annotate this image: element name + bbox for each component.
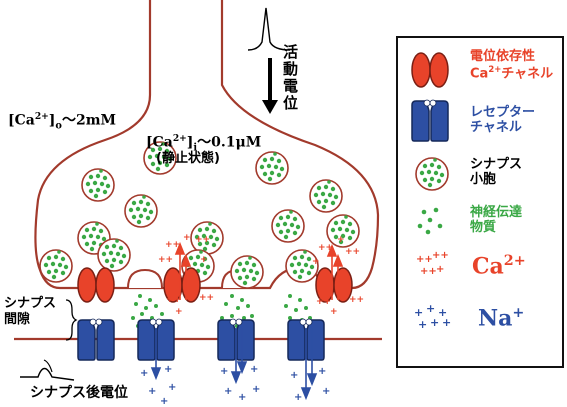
svg-text:++: ++ [349,295,364,305]
svg-text:++: ++ [158,255,173,265]
svg-text:++: ++ [416,254,433,265]
svg-text:+: + [238,392,246,403]
svg-text:+: + [330,307,338,317]
svg-text:+: + [290,370,298,381]
legend-receptor-label: レセプター チャネル [470,105,536,135]
legend-transmitter-label: 神経伝達 物質 [470,205,523,235]
postsynaptic-potential-label: シナプス後電位 [30,385,128,401]
svg-text:+: + [160,396,168,407]
svg-text:+: + [438,306,447,319]
vesicle [309,179,343,213]
svg-text:++: ++ [318,243,333,253]
svg-text:+: + [183,233,191,243]
svg-text:+: + [294,392,302,403]
resting-state-label: (静止状態) [156,151,220,166]
ca-influx-arrows [174,241,344,300]
svg-text:+: + [322,386,330,397]
vesicle [255,151,289,185]
ca-inside-label: [Ca2+]i～0.1μM [146,133,262,154]
svg-text:++: ++ [432,250,449,261]
legend-box [396,36,564,368]
ca-channel [77,267,115,303]
svg-text:++: ++ [345,247,360,257]
svg-text:+: + [318,366,326,377]
legend-na-ion-icon: +++ +++ [414,302,451,331]
svg-text:+: + [418,318,427,331]
svg-text:+: + [250,364,258,375]
svg-text:+: + [312,257,320,267]
vesicle [97,238,131,272]
vesicle [39,249,73,283]
svg-text:+: + [148,386,156,397]
svg-text:++: ++ [195,235,210,245]
postsynaptic-potential-trace [20,367,75,381]
svg-text:+: + [426,302,435,315]
vesicle [230,255,264,289]
svg-text:+: + [168,382,176,393]
svg-text:+: + [414,306,423,319]
svg-text:++: ++ [420,266,437,277]
legend-transmitter-icon [417,207,443,235]
legend-ca-ion-icon: +++++++ [416,250,449,277]
legend-ca-ion-label: Ca2+ [472,253,526,280]
svg-text:++: ++ [166,295,181,305]
vesicle [81,168,115,202]
legend-vesicle-label: シナプス 小胞 [470,157,523,187]
action-potential-label: 活動電位 [281,44,299,112]
svg-text:+: + [442,316,451,329]
na-ions: ++++ ++++ ++++ ++ [140,364,330,407]
ca-ions: ++++++ +++++ +++++ +++++ +++ [158,233,364,317]
svg-text:++: ++ [199,293,214,303]
synaptic-cleft-label: シナプス 間隙 [4,296,57,328]
svg-text:+: + [164,364,172,375]
svg-text:++: ++ [316,297,331,307]
legend-na-ion-label: Na+ [478,305,525,332]
svg-text:++: ++ [165,240,180,250]
svg-text:+: + [224,386,232,397]
svg-text:+: + [140,368,148,379]
down-arrow-icon [262,100,278,114]
vesicle [124,194,158,228]
svg-text:+: + [436,264,444,275]
svg-text:+: + [200,255,208,265]
na-influx-arrows [150,328,318,401]
cleft-bracket [65,299,78,341]
ca-outside-label: [Ca2+]o～2mM [8,111,117,132]
svg-text:+: + [220,366,228,377]
svg-text:+: + [175,307,183,317]
action-potential-trace [247,7,291,51]
vesicle [271,209,305,243]
svg-text:+: + [252,384,260,395]
svg-text:+: + [337,235,345,245]
svg-text:+: + [430,316,439,329]
